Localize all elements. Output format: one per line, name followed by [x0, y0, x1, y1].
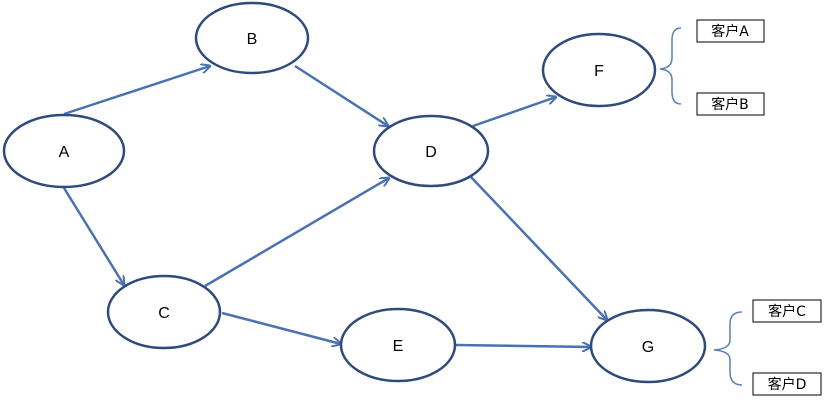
customer-box-c: 客户C [752, 299, 822, 323]
customer-label-a: 客户A [711, 23, 749, 40]
node-g-label: G [642, 339, 654, 356]
node-e-label: E [393, 338, 404, 355]
node-b: B [194, 1, 310, 75]
customer-label-d: 客户D [768, 376, 807, 393]
edge-c-d [204, 178, 389, 288]
node-a-label: A [59, 144, 70, 161]
edge-b-d [294, 64, 388, 126]
brace-f [659, 27, 682, 105]
customer-box-a: 客户A [696, 19, 765, 43]
customer-box-d: 客户D [752, 372, 822, 396]
customer-box-b: 客户B [696, 92, 765, 116]
brace-g [713, 311, 743, 386]
edge-e-g [454, 345, 591, 347]
node-e: E [339, 307, 457, 383]
node-c-label: C [158, 305, 170, 322]
node-f: F [541, 32, 657, 108]
node-g: G [589, 308, 707, 384]
node-b-label: B [247, 31, 258, 48]
node-c: C [106, 274, 222, 350]
node-a: A [2, 113, 126, 189]
edge-d-f [472, 97, 556, 128]
edges [62, 64, 607, 347]
edge-d-g [469, 175, 607, 320]
node-f-label: F [594, 63, 604, 80]
customer-label-c: 客户C [768, 303, 806, 320]
edge-c-e [221, 311, 341, 344]
edge-a-c [62, 187, 124, 285]
edge-a-b [63, 66, 210, 116]
node-d-label: D [425, 144, 437, 161]
node-d: D [372, 114, 490, 188]
customer-label-b: 客户B [711, 96, 749, 113]
